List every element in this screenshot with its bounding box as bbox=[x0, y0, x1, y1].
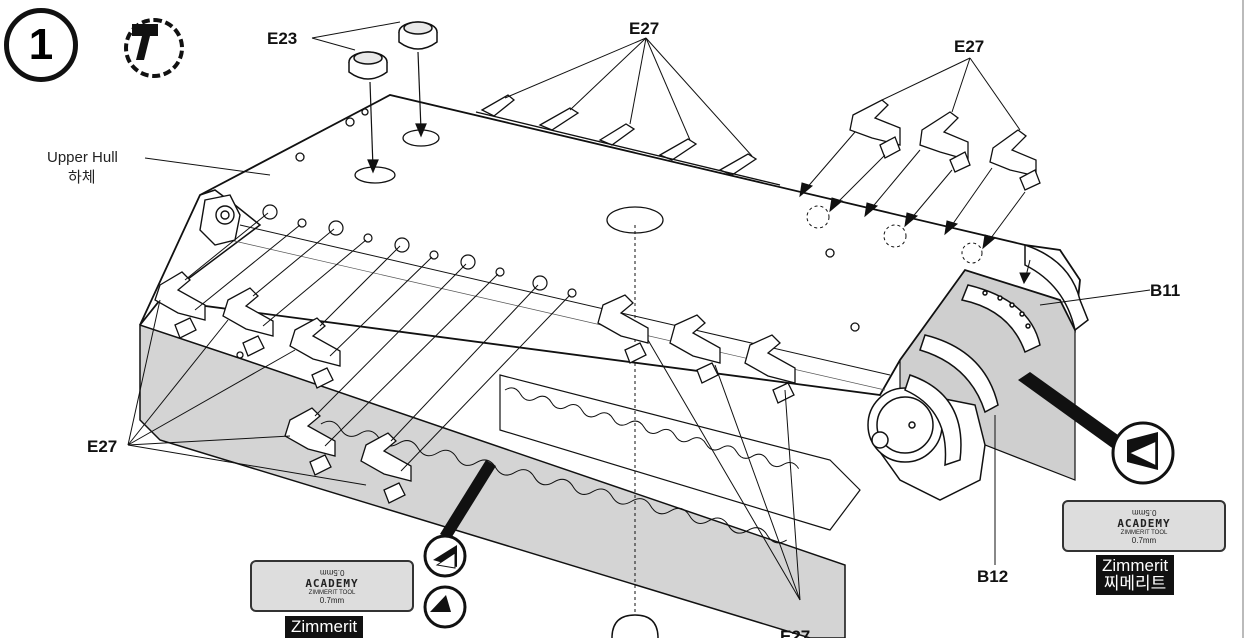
e27-handles-middle bbox=[597, 294, 796, 404]
e27-handles-left bbox=[154, 271, 412, 504]
hammer-icon bbox=[124, 18, 184, 78]
step-number: 1 bbox=[28, 20, 54, 69]
tool-name: ZIMMERIT TOOL bbox=[1120, 529, 1168, 536]
zimmerit-label-en: Zimmerit bbox=[1102, 556, 1169, 575]
tool-width-large: 0.7mm bbox=[1131, 535, 1157, 545]
zimmerit-label-left: Zimmerit bbox=[285, 616, 364, 638]
label-b11: B11 bbox=[1150, 281, 1181, 300]
e27-handles-right bbox=[849, 99, 1041, 191]
b11-part bbox=[960, 284, 1041, 354]
tool-width-small: 0.5mm bbox=[319, 567, 345, 577]
zimmerit-tool-card-right: 0.5mm ACADEMY ZIMMERIT TOOL 0.7mm bbox=[1062, 500, 1226, 552]
zimmerit-label-ko: 찌메리트 bbox=[1103, 573, 1167, 593]
rear-fender bbox=[1024, 243, 1089, 332]
view-circle-right bbox=[1111, 421, 1175, 485]
deck-holes bbox=[236, 108, 860, 359]
track-guard bbox=[320, 420, 787, 544]
view-circle-left-1 bbox=[423, 534, 467, 578]
label-e27-top-right: E27 bbox=[954, 37, 985, 56]
tool-brand: ACADEMY bbox=[305, 576, 359, 590]
e27-handles-top bbox=[475, 94, 781, 186]
label-e23: E23 bbox=[267, 29, 298, 48]
tool-width-small: 0.5mm bbox=[1131, 507, 1157, 517]
tool-width-large: 0.7mm bbox=[319, 595, 345, 605]
tool-name: ZIMMERIT TOOL bbox=[308, 589, 356, 596]
step-number-badge: 1 bbox=[4, 8, 78, 82]
zimmerit-label-en: Zimmerit bbox=[291, 617, 358, 636]
label-e27-top-left: E27 bbox=[629, 19, 660, 38]
label-b12: B12 bbox=[977, 567, 1009, 586]
tool-brand: ACADEMY bbox=[1117, 516, 1171, 530]
view-circle-left-2 bbox=[423, 585, 467, 629]
view-pointer-right bbox=[1018, 372, 1125, 450]
b12-part bbox=[904, 334, 999, 467]
label-upper-hull: Upper Hull bbox=[47, 149, 118, 166]
zimmerit-label-right: Zimmerit 찌메리트 bbox=[1096, 555, 1175, 595]
front-lug bbox=[199, 194, 241, 246]
label-e27-bottom: E27 bbox=[780, 627, 811, 638]
label-e27-left: E27 bbox=[87, 437, 118, 456]
zimmerit-tool-card-left: 0.5mm ACADEMY ZIMMERIT TOOL 0.7mm bbox=[250, 560, 414, 612]
hammer-glyph bbox=[132, 24, 158, 60]
view-pointer-left bbox=[440, 460, 496, 540]
label-upper-hull-ko: 하체 bbox=[68, 169, 96, 186]
hull-side-shaded bbox=[139, 323, 846, 638]
e23-caps bbox=[348, 21, 438, 80]
